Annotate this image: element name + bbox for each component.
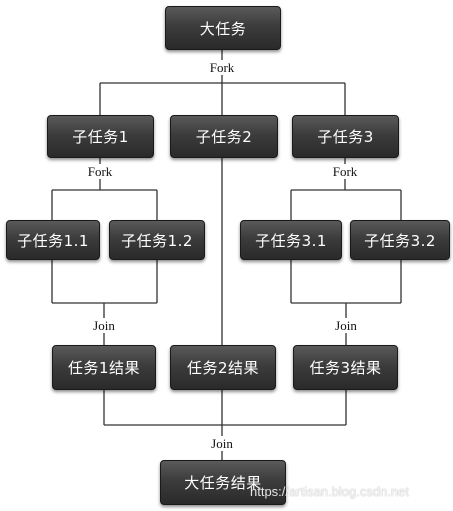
node-subtask-1: 子任务1 [47, 115, 154, 158]
label-join-bottom: Join [209, 436, 235, 451]
node-subtask-1-1: 子任务1.1 [6, 220, 100, 260]
watermark-text: https://artisan.blog.csdn.net [250, 484, 409, 499]
node-subtask-3: 子任务3 [292, 115, 399, 158]
node-final-result: 大任务结果 [160, 460, 286, 505]
label-fork-right: Fork [330, 164, 360, 179]
node-subtask-3-1: 子任务3.1 [240, 220, 342, 260]
label-join-left: Join [91, 318, 117, 333]
node-subtask-1-2: 子任务1.2 [109, 220, 205, 260]
label-fork-top: Fork [207, 60, 237, 75]
node-root-task: 大任务 [165, 6, 281, 50]
node-subtask-2: 子任务2 [170, 115, 278, 158]
node-result-2: 任务2结果 [170, 345, 276, 390]
label-fork-left: Fork [85, 164, 115, 179]
node-result-1: 任务1结果 [52, 345, 156, 390]
node-result-3: 任务3结果 [293, 345, 398, 390]
node-subtask-3-2: 子任务3.2 [350, 220, 450, 260]
label-join-right: Join [333, 318, 359, 333]
